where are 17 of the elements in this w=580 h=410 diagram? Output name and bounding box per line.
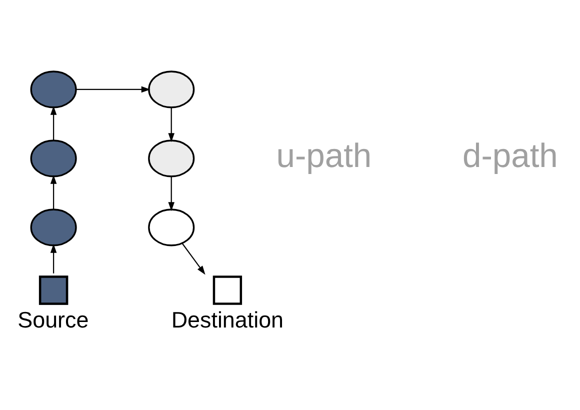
node-circle: [30, 140, 77, 178]
arrow: [50, 174, 57, 210]
label: d-path: [462, 138, 558, 175]
arrow: [168, 176, 174, 212]
node-circle: [148, 140, 195, 178]
node-circle: [30, 208, 77, 246]
label: u-path: [276, 138, 372, 175]
arrow: [168, 108, 174, 142]
arrow: [76, 86, 150, 93]
node-circle: [148, 208, 195, 246]
arrow: [182, 243, 206, 275]
node-circle: [148, 70, 195, 108]
node-circle: [30, 70, 77, 108]
arrow: [50, 106, 57, 140]
node-label: Source: [18, 307, 89, 332]
node-label: Destination: [171, 307, 284, 332]
arrow: [50, 244, 57, 274]
